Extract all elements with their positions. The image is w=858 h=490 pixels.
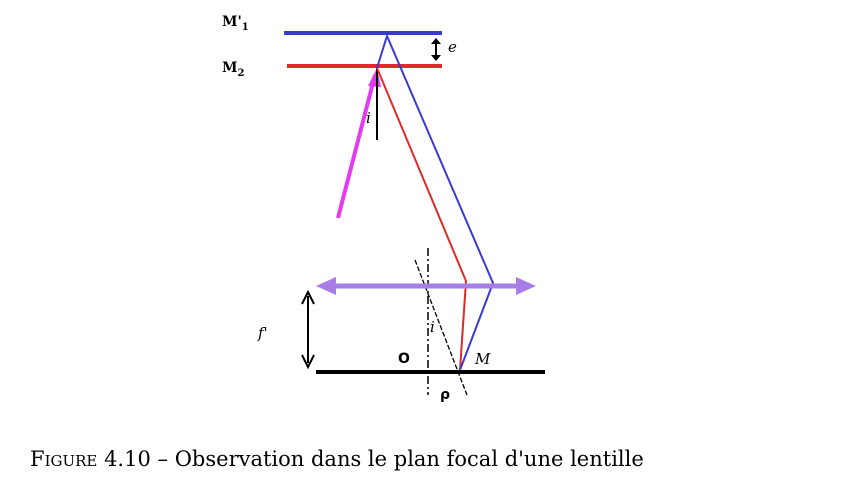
label-incidence-bottom: i <box>430 318 435 336</box>
caption-figure-word: Figure <box>30 447 98 471</box>
figure-caption: Figure 4.10 – Observation dans le plan f… <box>30 447 830 471</box>
label-center-o: O <box>398 351 410 367</box>
caption-dash: – <box>157 447 169 471</box>
lens <box>316 277 536 295</box>
oblique-construction-line <box>414 259 468 396</box>
caption-text: Observation dans le plan focal d'une len… <box>174 447 644 471</box>
caption-number: 4.10 <box>104 447 151 471</box>
label-thickness: e <box>448 38 457 56</box>
incident-ray <box>336 74 377 219</box>
thickness-double-arrow <box>431 38 441 61</box>
label-incidence-top: i <box>366 109 371 127</box>
label-focal-length: f' <box>257 324 268 342</box>
focal-length-arrow <box>301 289 315 370</box>
label-mirror-m1: M'1 <box>222 14 249 33</box>
label-mirror-m2: M2 <box>222 60 245 79</box>
label-point-m: M <box>474 350 491 368</box>
label-rho: ρ <box>440 387 450 403</box>
reflected-ray-red <box>376 67 468 371</box>
reflected-ray-blue <box>376 33 495 371</box>
